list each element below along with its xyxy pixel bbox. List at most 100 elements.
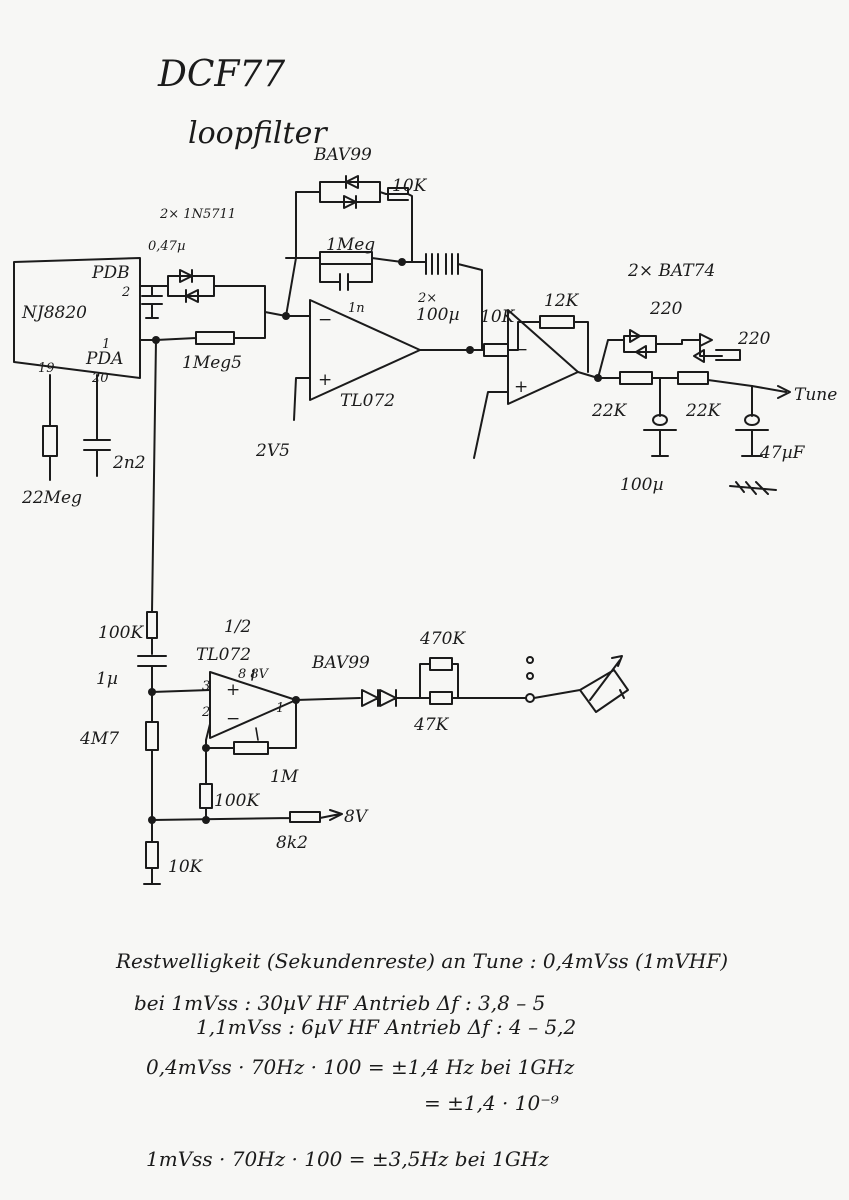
r220-a-label: 220 — [649, 299, 683, 319]
r220-b-label: 220 — [737, 329, 771, 349]
wire-pdb — [213, 285, 266, 313]
resistor-100k-a — [146, 611, 158, 655]
note-5: = ±1,4 · 10⁻⁹ — [424, 1091, 559, 1115]
resistor-22meg — [42, 374, 58, 481]
r1m-label: 1M — [270, 767, 299, 787]
diodes-1n-label: 2× 1N5711 — [159, 207, 236, 222]
c2n2-label: 2n2 — [112, 453, 146, 473]
terminal-a — [526, 656, 534, 664]
cap-100u-b-body — [652, 414, 668, 426]
capacitor-1u — [137, 655, 167, 693]
c100u-label: 100µ — [416, 305, 460, 325]
r22k-b-label: 22K — [685, 401, 722, 421]
resistor-12k — [509, 315, 589, 373]
r10k-fb-label: 10K — [392, 176, 428, 196]
opamp2-plus-wire — [473, 391, 509, 459]
node-out3 — [292, 696, 300, 704]
bat74-2-diodes-icon — [693, 333, 713, 363]
pin1-label: 1 — [102, 337, 110, 352]
r12k-label: 12K — [544, 291, 580, 311]
opamp2-plus: + — [514, 377, 528, 397]
pin19-label: 19 — [38, 361, 55, 376]
chip-name: NJ8820 — [21, 303, 87, 323]
tl072-1-label: TL072 — [340, 391, 395, 411]
opamp3-supply-pins — [251, 669, 259, 741]
opamp3-pin3: 3 — [202, 679, 210, 694]
bav99-diode-2-icon — [343, 195, 357, 209]
bav99-top-label: BAV99 — [313, 145, 372, 165]
opamp-3 — [209, 671, 297, 739]
note-4: 0,4mVss · 70Hz · 100 = ±1,4 Hz bei 1GHz — [146, 1055, 575, 1079]
bat74-label: 2× BAT74 — [627, 261, 715, 281]
r100k-b-label: 100K — [214, 791, 260, 811]
capacitor-1n — [319, 263, 373, 291]
capacitor-100u-b — [643, 377, 677, 457]
pin2-label: 2 — [121, 285, 130, 300]
capacitor-47u — [735, 385, 769, 457]
resistor-100k-b — [199, 747, 213, 821]
c100u-b-label: 100µ — [620, 475, 664, 495]
cap-47u-body — [744, 414, 760, 426]
v2v5-label: 2V5 — [255, 441, 290, 461]
meter-icon — [533, 655, 629, 713]
r4m7-label: 4M7 — [79, 729, 119, 749]
resistors-470k-47k — [419, 657, 527, 705]
r470k-label: 470K — [419, 629, 466, 649]
resistors-22k — [597, 371, 753, 387]
scribble-cross — [729, 481, 777, 495]
tune-label: Tune — [794, 385, 837, 405]
v8-label: 8V — [344, 807, 369, 827]
opamp1-plus: + — [318, 370, 332, 390]
capacitor-2n2 — [83, 374, 111, 477]
r1meg5-label: 1Meg5 — [182, 353, 242, 373]
r22k-a-label: 22K — [591, 401, 628, 421]
tl072-2-label: TL072 — [196, 645, 251, 665]
resistor-8k2 — [151, 809, 343, 823]
c1n-label: 1n — [348, 301, 365, 316]
r22meg-label: 22Meg — [21, 488, 82, 508]
note-6: 1mVss · 70Hz · 100 = ±3,5Hz bei 1GHz — [146, 1147, 549, 1171]
r1meg-label: 1Meg — [326, 235, 375, 255]
opamp1-inputs — [285, 315, 311, 421]
bav99-bot-label: BAV99 — [311, 653, 370, 673]
resistor-10k-bot — [143, 819, 161, 885]
note-1: Restwelligkeit (Sekundenreste) an Tune :… — [115, 949, 728, 973]
resistor-1meg5 — [139, 311, 287, 345]
c47u-label: 47µF — [759, 443, 806, 463]
c2x-label: 2× — [417, 291, 437, 306]
diode-1-icon — [179, 269, 193, 283]
opamp1-minus: − — [318, 310, 332, 330]
c1u-label: 1µ — [96, 669, 118, 689]
pin20-label: 20 — [91, 371, 109, 386]
terminal-c — [525, 693, 535, 703]
opamp3-pin1: 1 — [276, 701, 284, 716]
capacitor-2x100u — [401, 253, 483, 317]
title-text: DCF77 — [157, 54, 285, 95]
diode-2-icon — [185, 289, 199, 303]
opamp3-minus: − — [226, 709, 240, 729]
bav99-diode-1-icon — [345, 175, 359, 189]
pda-label: PDA — [85, 349, 123, 369]
subtitle-text: loopfilter — [188, 116, 328, 151]
diode-frame — [151, 275, 215, 297]
bat74-1-diodes-icon — [629, 329, 647, 359]
half-label: 1/2 — [224, 617, 251, 637]
r100k-a-label: 100K — [98, 623, 144, 643]
opamp-2 — [507, 309, 579, 405]
capacitor-047u — [139, 285, 163, 319]
resistor-10k-in — [469, 343, 511, 357]
tune-arrow-icon — [751, 385, 791, 399]
wire-pda-down — [151, 339, 157, 613]
bav99-bot-icon — [295, 689, 421, 707]
pdb-label: PDB — [91, 263, 130, 283]
bav99-frame — [319, 181, 387, 203]
r47k-label: 47K — [413, 715, 450, 735]
c047-label: 0,47µ — [148, 239, 185, 254]
feedback-left — [285, 191, 321, 317]
r10k-in-label: 10K — [480, 307, 516, 327]
note-3: 1,1mVss : 6µV HF Antrieb Δf : 4 – 5,2 — [196, 1015, 576, 1039]
r10k-bot-label: 10K — [168, 857, 204, 877]
opamp3-plus: + — [226, 680, 240, 700]
